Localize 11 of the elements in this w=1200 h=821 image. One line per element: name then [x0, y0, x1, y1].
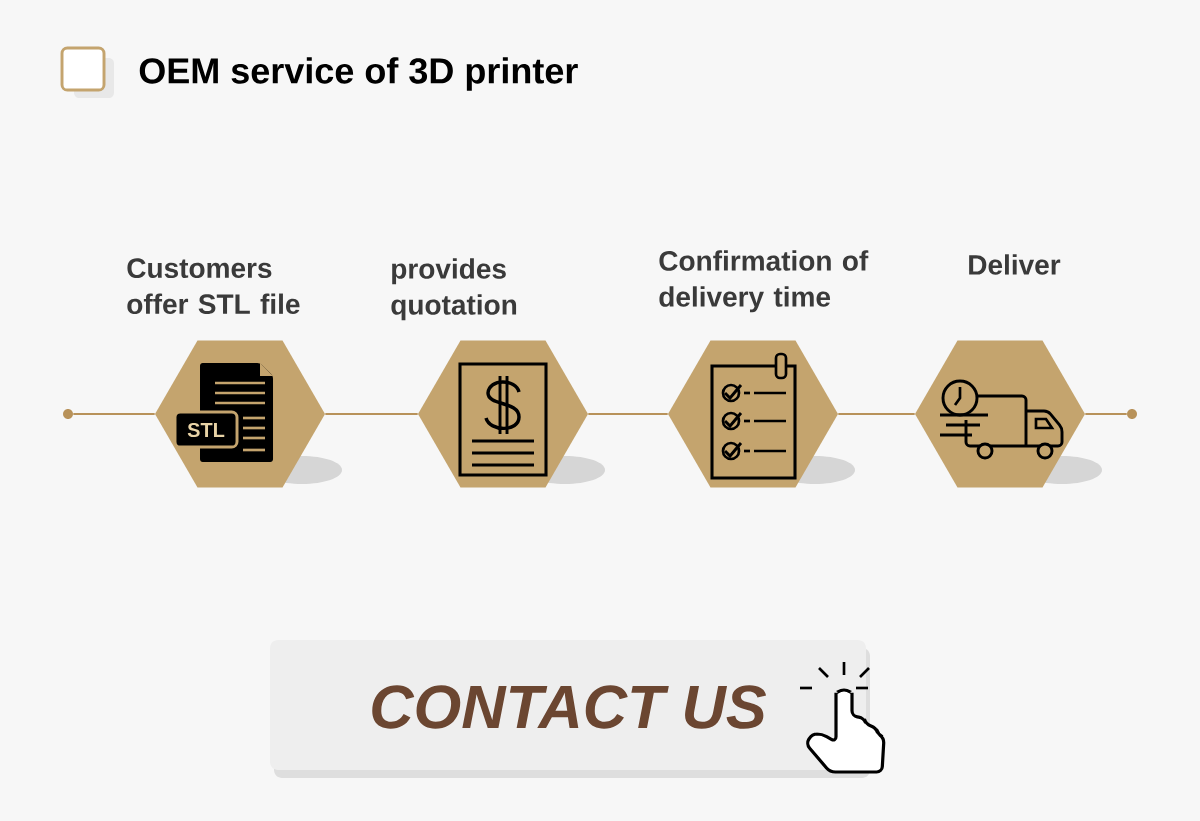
contact-button: CONTACT US	[270, 640, 870, 778]
connector-line	[73, 412, 155, 416]
step-heading: provides quotation	[391, 258, 517, 321]
connector-line	[1085, 412, 1127, 416]
step-heading: Customers offer STL file	[127, 258, 300, 315]
connector-line	[325, 412, 418, 416]
step-heading: Confirmation of delivery time	[659, 250, 869, 313]
step-heading: Deliver	[969, 254, 1061, 275]
connector-line	[588, 412, 668, 416]
connector-line	[838, 412, 915, 416]
title: OEM service of 3D printer	[139, 57, 578, 91]
